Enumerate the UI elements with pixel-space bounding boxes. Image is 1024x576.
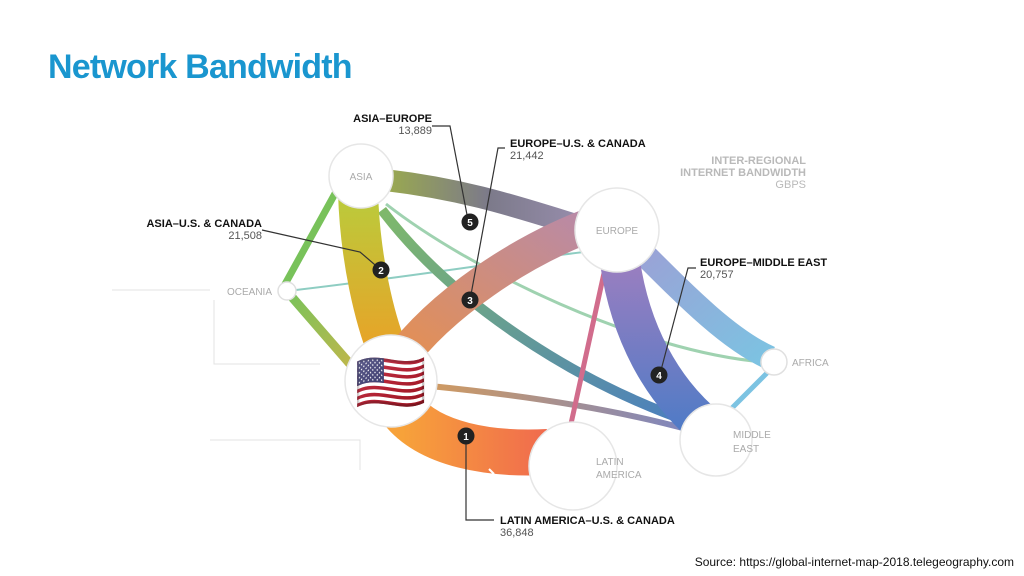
svg-text:2: 2 bbox=[378, 266, 384, 277]
flow-asia-middle-east bbox=[378, 206, 692, 427]
route-title-europe-middle-east: EUROPE–MIDDLE EAST bbox=[700, 257, 827, 269]
flow-latin-america-us bbox=[384, 394, 550, 476]
svg-text:1: 1 bbox=[463, 432, 469, 443]
route-value-europe-us: 21,442 bbox=[510, 150, 544, 162]
node-latin-america bbox=[528, 421, 618, 511]
route-title-latin-america-us: LATIN AMERICA–U.S. & CANADA bbox=[500, 515, 675, 527]
badge-4: 4 bbox=[650, 366, 668, 384]
badge-5: 5 bbox=[461, 213, 479, 231]
region-nodes: ASIA EUROPE OCEANIA AFRICA MIDDLE EAST L… bbox=[227, 143, 829, 511]
flow-us-middle-east bbox=[429, 383, 691, 433]
flow-latin-america-us-tip bbox=[488, 468, 495, 475]
route-title-asia-us: ASIA–U.S. & CANADA bbox=[146, 218, 262, 230]
legend-line-2: INTERNET BANDWIDTH bbox=[680, 167, 806, 179]
route-badges: 5 2 3 4 1 bbox=[372, 213, 668, 445]
route-value-europe-middle-east: 20,757 bbox=[700, 269, 734, 281]
node-middle-east bbox=[679, 403, 753, 477]
badge-3: 3 bbox=[461, 291, 479, 309]
route-value-asia-europe: 13,889 bbox=[398, 125, 432, 137]
diagram-legend: INTER-REGIONAL INTERNET BANDWIDTH GBPS bbox=[680, 155, 806, 191]
flow-oceania-us bbox=[286, 291, 362, 377]
node-asia-label: ASIA bbox=[350, 172, 373, 183]
flow-europe-africa bbox=[633, 243, 776, 369]
legend-line-3: GBPS bbox=[775, 179, 806, 191]
page-title: Network Bandwidth bbox=[48, 48, 353, 86]
node-latin-america-label-1: LATIN bbox=[596, 457, 624, 468]
node-middle-east-label-1: MIDDLE bbox=[733, 430, 771, 441]
flow-asia-oceania bbox=[280, 186, 341, 290]
svg-text:5: 5 bbox=[467, 218, 473, 229]
node-latin-america-label-2: AMERICA bbox=[596, 470, 642, 481]
node-europe-label: EUROPE bbox=[596, 226, 639, 237]
badge-2: 2 bbox=[372, 261, 390, 279]
flow-europe-us bbox=[384, 206, 604, 373]
svg-text:3: 3 bbox=[467, 296, 473, 307]
svg-text:4: 4 bbox=[656, 371, 662, 382]
node-europe bbox=[574, 187, 660, 273]
route-value-asia-us: 21,508 bbox=[228, 230, 262, 242]
flow-europe-latin-america bbox=[564, 263, 609, 443]
node-middle-east-label-2: EAST bbox=[733, 444, 759, 455]
source-citation: Source: https://global-internet-map-2018… bbox=[694, 555, 1014, 569]
flow-asia-africa bbox=[385, 202, 765, 364]
node-oceania bbox=[277, 281, 297, 301]
route-leader-lines bbox=[261, 125, 696, 521]
route-value-latin-america-us: 36,848 bbox=[500, 527, 534, 539]
node-africa-label: AFRICA bbox=[792, 358, 829, 369]
node-asia bbox=[328, 143, 394, 209]
node-oceania-label: OCEANIA bbox=[227, 287, 272, 298]
us-flag-icon: 🇺🇸 bbox=[355, 350, 427, 415]
route-title-europe-us: EUROPE–U.S. & CANADA bbox=[510, 138, 646, 150]
node-africa bbox=[760, 348, 788, 376]
route-labels: ASIA–EUROPE 13,889 EUROPE–U.S. & CANADA … bbox=[146, 113, 827, 539]
badge-1: 1 bbox=[457, 427, 475, 445]
route-title-asia-europe: ASIA–EUROPE bbox=[353, 113, 432, 125]
legend-line-1: INTER-REGIONAL bbox=[711, 155, 806, 167]
node-us-canada bbox=[344, 334, 438, 428]
decorative-leader-lines bbox=[112, 289, 361, 470]
